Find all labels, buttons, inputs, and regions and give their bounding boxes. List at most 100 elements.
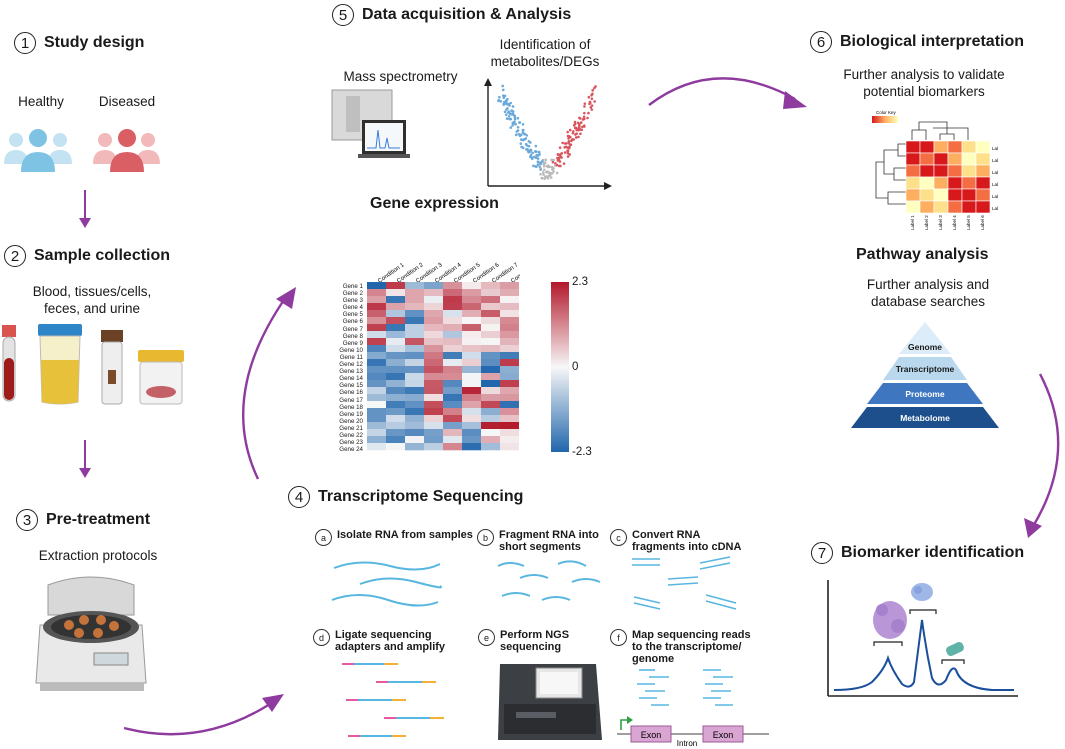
identification-line1: Identification of (499, 37, 591, 52)
step-number: 2 (4, 245, 26, 267)
heatmap-cell (367, 324, 387, 332)
heatmap-cell (443, 394, 463, 402)
cluster-cell (905, 188, 921, 202)
gene-label: Gene 15 (339, 382, 363, 390)
cluster-cell (975, 176, 991, 190)
arrow-down-2 (79, 440, 91, 478)
pyramid-level-genome (899, 322, 951, 354)
volcano-point (572, 123, 576, 127)
step-5-header: 5 Data acquisition & Analysis (332, 4, 571, 26)
volcano-point (509, 117, 513, 121)
heatmap-cell (386, 282, 406, 290)
heatmap-cell (405, 415, 425, 423)
heatmap-cell (462, 408, 482, 416)
heatmap-cell (424, 282, 444, 290)
heatmap-cell (500, 359, 519, 367)
cluster-col-label: Label 6 (980, 215, 985, 230)
step-number: 5 (332, 4, 354, 26)
heatmap-cell (367, 282, 387, 290)
volcano-point (566, 134, 570, 138)
scale-mid-label: 0 (572, 361, 579, 373)
volcano-point (560, 152, 564, 155)
heatmap-cell (443, 366, 463, 374)
heatmap-cell (424, 338, 444, 346)
biomarker-peaks-chart (827, 580, 1018, 697)
intron-label: Intron (677, 739, 697, 748)
arrow-curve-3-to-4 (123, 694, 284, 736)
heatmap-cell (405, 303, 425, 311)
gene-label: Gene 11 (339, 353, 363, 361)
healthy-label: Healthy (18, 94, 64, 109)
volcano-point (550, 165, 554, 169)
substep-letter: e (478, 629, 495, 646)
arrow-curve-4-to-5 (242, 287, 296, 480)
heatmap-cell (443, 359, 463, 367)
heatmap-cell (443, 436, 463, 444)
heatmap-cell (443, 338, 463, 346)
gene-label: Gene 22 (339, 431, 363, 439)
heatmap-cell (500, 303, 519, 311)
heatmap-cell (481, 359, 501, 367)
heatmap-cell (462, 359, 482, 367)
heatmap-cell (481, 289, 501, 297)
heatmap-cell (386, 331, 406, 339)
gene-label: Gene 23 (339, 439, 363, 447)
heatmap-cell (481, 352, 501, 360)
volcano-point (546, 170, 550, 174)
volcano-point (544, 158, 547, 162)
cluster-col-label: Label 1 (910, 215, 915, 230)
step-2-header: 2 Sample collection (4, 245, 170, 267)
heatmap-cell (481, 422, 501, 430)
heatmap-cell (462, 289, 482, 297)
volcano-point (540, 160, 544, 163)
cluster-col-label: Label 3 (938, 215, 943, 230)
volcano-point (563, 142, 567, 145)
heatmap-cell (424, 380, 444, 388)
heatmap-cell (386, 415, 406, 423)
clustered-heatmap: Color Key Label ALabel BLabel CLabel DLa… (872, 110, 998, 230)
volcano-point (586, 116, 589, 120)
heatmap-cell (405, 366, 425, 374)
volcano-point (507, 115, 511, 118)
heatmap-cell (462, 345, 482, 353)
blood-tube-icon (2, 325, 16, 402)
gene-label: Gene 6 (342, 318, 363, 326)
heatmap-cell (405, 324, 425, 332)
substep-text: Isolate RNA from samples (337, 529, 473, 541)
gene-label: Gene 21 (339, 424, 363, 432)
heatmap-cell (386, 443, 406, 451)
volcano-point (578, 117, 582, 120)
heatmap-cell (462, 296, 482, 304)
volcano-point (505, 117, 509, 120)
identification-line2: metabolites/DEGs (490, 54, 600, 69)
heatmap-cell (424, 317, 444, 325)
volcano-point (590, 104, 594, 107)
gene-label: Gene 20 (339, 417, 363, 425)
step-number: 1 (14, 32, 36, 54)
heatmap-cell (481, 331, 501, 339)
volcano-point (503, 110, 507, 114)
volcano-point (568, 128, 572, 132)
substep-a: a Isolate RNA from samples (315, 529, 473, 546)
heatmap-cell (443, 401, 463, 409)
step-number: 7 (811, 542, 833, 564)
cluster-row-label: Label A (992, 146, 998, 151)
substep-text: to the transcriptome/ (632, 641, 742, 653)
heatmap-cell (386, 436, 406, 444)
volcano-point (536, 163, 540, 166)
heatmap-cell (481, 338, 501, 346)
heatmap-cell (443, 317, 463, 325)
heatmap-cell (443, 373, 463, 381)
gene-label: Gene 7 (342, 325, 363, 333)
heatmap-cell (424, 394, 444, 402)
volcano-point (509, 126, 513, 129)
volcano-point (566, 149, 569, 153)
substep-text: Convert RNA (632, 529, 701, 541)
volcano-point (567, 139, 571, 143)
heatmap-cell (386, 317, 406, 325)
volcano-point (526, 147, 529, 151)
volcano-point (591, 89, 595, 92)
scale-max-label: 2.3 (572, 276, 588, 288)
volcano-point (501, 84, 505, 88)
